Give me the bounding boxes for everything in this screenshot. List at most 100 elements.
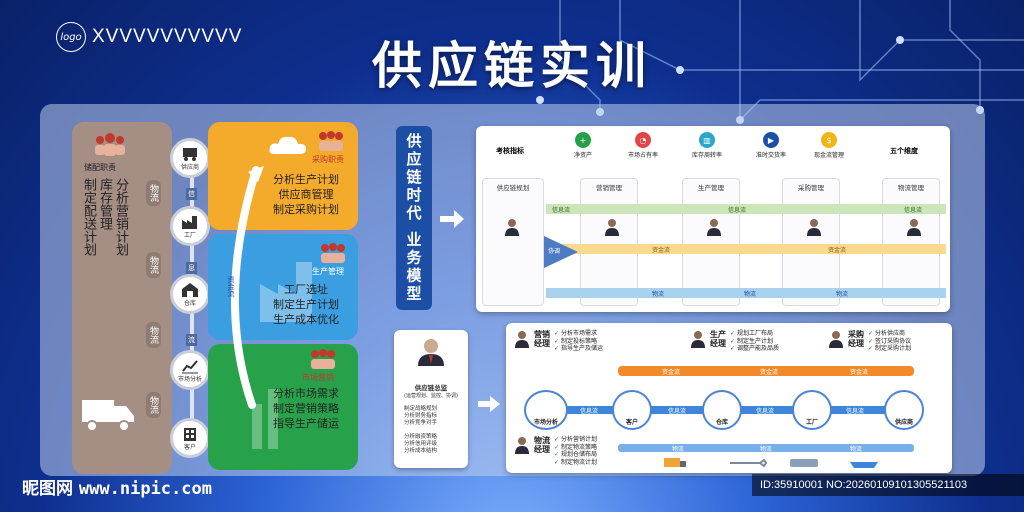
node-market: 市场分析: [170, 350, 210, 390]
role-name: 物流: [534, 436, 550, 445]
stage-warehouse: 仓库: [702, 390, 742, 430]
role-item: 制定生产计划: [730, 338, 779, 346]
production-line: 工厂选址: [284, 283, 328, 296]
director-subtitle: (运营规划、监控、协调): [404, 393, 458, 399]
node-label: 客户: [183, 443, 196, 451]
procure-role: 采购职责: [312, 155, 344, 164]
col-planning: 供应链规划: [482, 178, 544, 306]
chart-line-icon: [182, 359, 198, 373]
node-supplier: 供应商: [170, 138, 210, 178]
manager-icon: [807, 219, 821, 236]
role-name: 经理: [710, 339, 726, 348]
director-item: 制定战略规划: [404, 406, 438, 412]
kpi-delivery: ▶ 准时交货率: [756, 132, 786, 159]
info-flow-label: 信息流: [728, 206, 747, 214]
node-factory: 工厂: [170, 206, 210, 246]
manager-icon: [515, 331, 529, 348]
plane-icon: [730, 458, 768, 468]
marketing-card: 市场营销 分析市场需求 制定营销策略 指导生产储运: [208, 344, 358, 470]
node-label: 仓库: [183, 299, 196, 307]
people-icon: [321, 243, 345, 263]
role-item: 分析供应商: [868, 330, 911, 338]
director-item: 分析成本结构: [404, 448, 438, 454]
marketing-lines: 分析市场需求 制定营销策略 指导生产储运: [256, 386, 356, 431]
kpi-label: 净资产: [574, 152, 593, 159]
col-marketing: 营销管理: [580, 178, 638, 306]
manager-icon: [505, 219, 519, 236]
production-role: 生产管理: [312, 267, 344, 276]
kpi-header: 考核指标: [496, 147, 524, 155]
coordinate-label: 协调: [548, 248, 561, 255]
director-title: 供应链总监: [414, 384, 448, 392]
logo-text: XVVVVVVVVVV: [92, 26, 243, 47]
info-flow-label: 信息流: [904, 206, 923, 214]
flow-label: 物流: [146, 252, 161, 278]
fund-flow-label: 资金流: [652, 246, 671, 254]
info-flow-label: 信息流: [552, 206, 571, 214]
procure-line: 分析生产计划: [273, 173, 339, 186]
col-production: 生产管理: [682, 178, 740, 306]
train-icon: [790, 459, 818, 467]
storage-text-1: 分析营销计划: [113, 178, 128, 256]
kpi-label: 市场占有率: [628, 152, 659, 159]
role-item: 指导生产及储运: [554, 345, 603, 353]
logistics-label: 物流: [744, 290, 757, 298]
kpi-label: 准时交货率: [756, 152, 787, 159]
dimension-header: 五个维度: [890, 147, 918, 155]
node-label: 市场分析: [177, 375, 202, 383]
stage-factory: 工厂: [792, 390, 832, 430]
fund-flow-label: 资金流: [662, 369, 681, 376]
manager-icon: [515, 437, 529, 454]
production-lines: 工厂选址 制定生产计划 生产成本优化: [258, 282, 354, 327]
role-item: 制定投标策略: [554, 338, 603, 346]
logistics-label: 物流: [836, 290, 849, 298]
role-item: 规划仓储布局: [554, 451, 597, 459]
manager-icon: [829, 331, 843, 348]
logistics-label: 物流: [850, 446, 863, 453]
logistics-bar: [618, 444, 914, 452]
building-icon: [184, 427, 196, 441]
col-header: 生产管理: [698, 184, 724, 192]
business-model: 考核指标 五个维度 +净资产 ◔市场占有率 ▥库存周转率 ▶准时交货率 $现金流…: [476, 126, 950, 312]
logistics-stripe: 物流 物流 物流: [546, 288, 946, 298]
fund-flow-bar: [618, 366, 914, 376]
arrow-right-icon: [440, 210, 464, 228]
cloud-icon: [269, 136, 306, 154]
kpi-market-share: ◔市场占有率: [628, 132, 658, 159]
kpi-inventory: ▥ 库存周转率: [692, 132, 722, 159]
role-item: 规划工厂布局: [730, 330, 779, 338]
director-icon: [418, 339, 444, 366]
fund-flow-label: 资金流: [760, 369, 779, 376]
col-logistics: 物流管理: [882, 178, 940, 306]
info-flow-stripe: 信息流 信息流 信息流: [546, 204, 946, 214]
role-item: 分析市场需求: [554, 330, 603, 338]
logistics-label: 物流: [672, 446, 685, 453]
site-url: www.nipic.com: [78, 479, 212, 499]
director-item: 分析融资策略: [404, 434, 438, 440]
logistics-label: 物流: [652, 290, 665, 298]
director-group: 制定战略规划 分析财务指标 分析竞争对手: [404, 406, 437, 427]
bar-icon: ▥: [699, 132, 715, 148]
node-warehouse: 仓库: [170, 274, 210, 314]
director-group: 分析融资策略 分析信用评级 分析成本结构: [404, 434, 437, 455]
marketing-line: 分析市场需求: [273, 387, 339, 400]
manager-icon: [691, 331, 705, 348]
kpi-label: 现金流管理: [814, 152, 845, 159]
coordinate-arrow: [544, 236, 578, 268]
marketing-line: 制定营销策略: [273, 402, 339, 415]
info-flow-label: 信息流: [756, 408, 775, 415]
people-icon: [311, 349, 335, 369]
cart-icon: [183, 147, 197, 161]
fund-flow-label: 资金流: [850, 369, 869, 376]
flow-label: 物流: [146, 180, 161, 206]
logo-circle: logo: [56, 22, 86, 52]
image-id-tag: ID:35910001 NO:20260109101305521103: [752, 474, 1024, 496]
truck-icon: ▶: [763, 132, 779, 148]
production-line: 生产成本优化: [273, 313, 339, 326]
col-header: 营销管理: [596, 184, 622, 192]
kpi-label: 库存周转率: [692, 152, 723, 159]
procurement-card: 采购职责 分析生产计划 供应商管理 制定采购计划: [208, 122, 358, 230]
role-name: 采购: [848, 330, 864, 339]
